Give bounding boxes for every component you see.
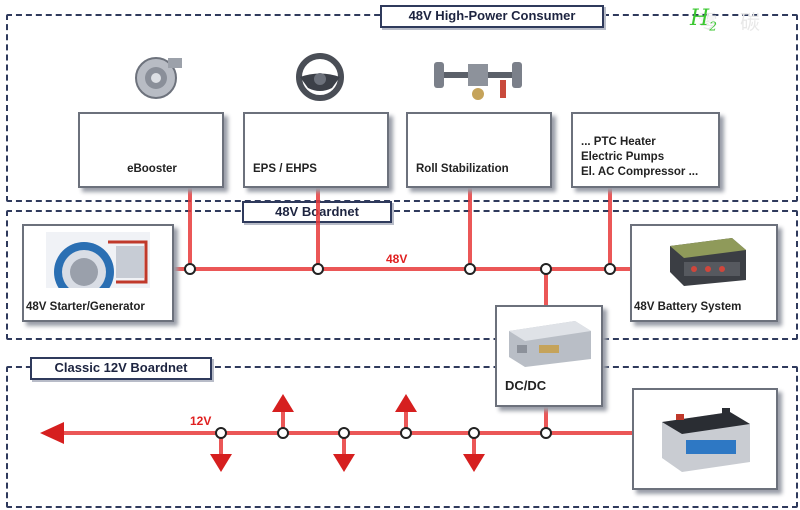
axle-stabilizer-icon xyxy=(434,62,522,100)
box-12v-battery xyxy=(632,388,778,490)
12v-battery-icon xyxy=(662,408,750,472)
dcdc-converter-icon xyxy=(509,321,591,367)
box-ebooster: eBooster xyxy=(78,112,224,188)
label-roll-stabilization: Roll Stabilization xyxy=(416,163,509,175)
watermark-logo: H2 xyxy=(690,6,717,34)
watermark-text: 零 碳 xyxy=(697,10,768,34)
48v-battery-icon xyxy=(670,238,746,286)
steering-wheel-icon xyxy=(296,53,344,101)
title-12v-boardnet: Classic 12V Boardnet xyxy=(30,357,212,380)
turbocharger-icon xyxy=(135,57,182,99)
box-roll-stabilization: Roll Stabilization xyxy=(406,112,552,188)
label-eps: EPS / EHPS xyxy=(253,163,317,175)
box-dcdc: DC/DC xyxy=(495,305,603,407)
label-12v: 12V xyxy=(190,414,212,428)
label-48v: 48V xyxy=(386,252,408,266)
starter-generator-icon xyxy=(46,232,150,288)
label-ebooster: eBooster xyxy=(127,163,177,175)
label-48v-battery: 48V Battery System xyxy=(634,301,742,313)
label-starter-generator: 48V Starter/Generator xyxy=(26,301,145,313)
box-starter-generator: 48V Starter/Generator xyxy=(22,224,174,322)
label-other-consumers: ... PTC Heater Electric Pumps El. AC Com… xyxy=(581,136,699,178)
box-other-consumers: ... PTC Heater Electric Pumps El. AC Com… xyxy=(571,112,720,188)
label-dcdc: DC/DC xyxy=(505,378,547,393)
box-48v-battery: 48V Battery System xyxy=(630,224,778,322)
box-eps: EPS / EHPS xyxy=(243,112,389,188)
title-48v-consumer: 48V High-Power Consumer xyxy=(380,5,604,28)
title-48v-boardnet: 48V Boardnet xyxy=(242,201,392,223)
